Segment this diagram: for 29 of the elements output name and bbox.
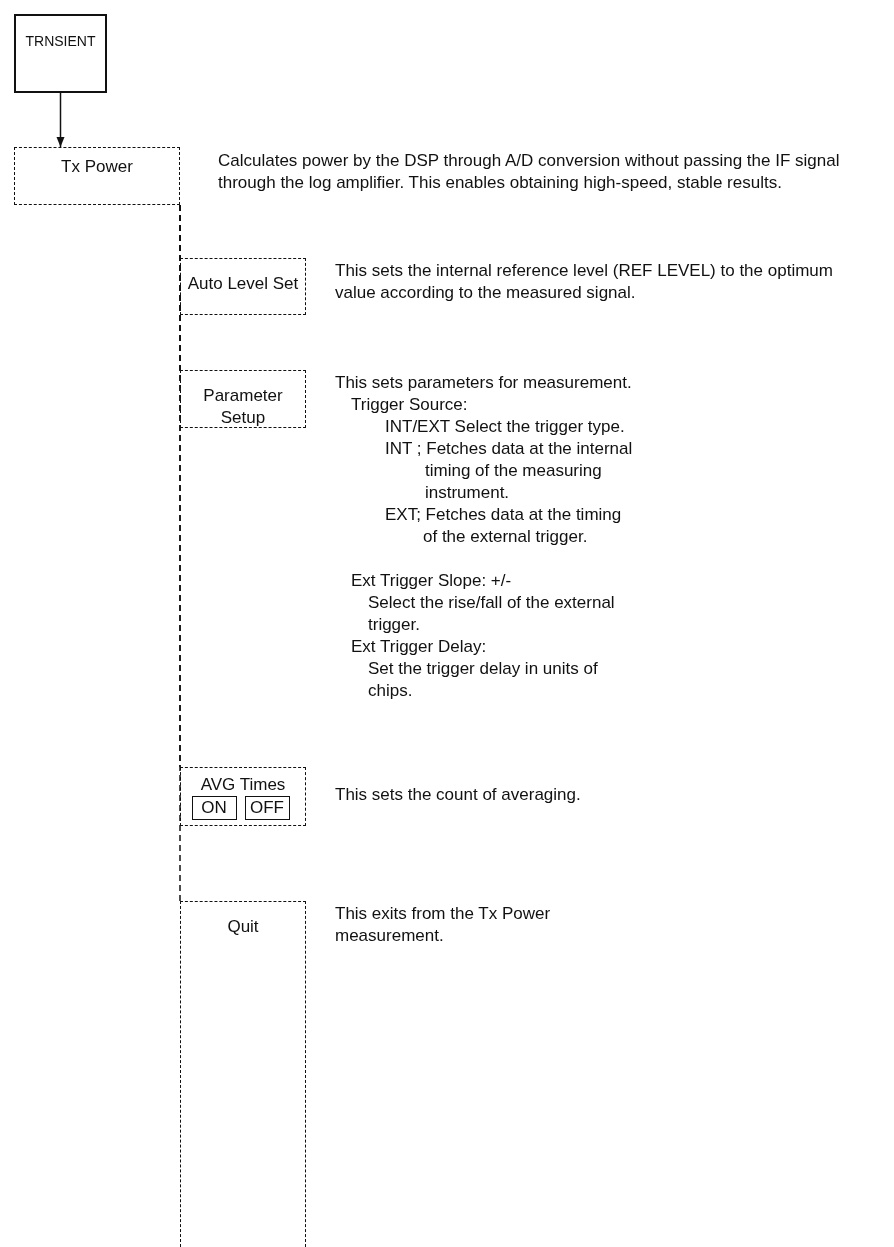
description-text: This sets the count of averaging. xyxy=(335,784,582,806)
softkey-box xyxy=(180,901,306,1247)
description-text: EXT; Fetches data at the timing of the external trigger. xyxy=(385,504,623,548)
description-text: Select the rise/fall of the external trigger. xyxy=(368,592,616,636)
softkey-box xyxy=(14,147,180,205)
softkey-box xyxy=(180,370,306,428)
softkey-box xyxy=(180,258,306,315)
key-label: TRNSIENT xyxy=(25,32,96,51)
description-text: INT ; Fetches data at the internal timing of the measuring instrument. xyxy=(385,438,634,504)
description-text: INT/EXT Select the trigger type. xyxy=(385,416,626,438)
description-text: This sets the internal reference level (REF LEVEL) to the optimum value according to the measured signal. xyxy=(335,260,834,304)
key-label: Parameter Setup xyxy=(202,385,284,429)
description-text: Calculates power by the DSP through A/D conversion without passing the IF signal through the log amplifier. This enables obtaining high-speed, stable results. xyxy=(218,150,841,194)
off-key: OFF xyxy=(244,795,290,820)
description-text: This exits from the Tx Power measurement. xyxy=(335,903,552,947)
description-text: Set the trigger delay in units of chips. xyxy=(368,658,599,702)
menu-key xyxy=(14,14,107,93)
softkey-box xyxy=(180,767,306,826)
description-text: Trigger Source: xyxy=(351,394,469,416)
description-text: Ext Trigger Slope: +/- xyxy=(351,570,513,592)
on-key: ON xyxy=(191,795,237,820)
arrow xyxy=(56,92,65,148)
key-label: Auto Level Set xyxy=(187,273,299,295)
connector-line xyxy=(179,204,181,902)
key-label: Tx Power xyxy=(61,156,133,178)
key-label: AVG Times xyxy=(200,774,286,796)
description-text: This sets parameters for measurement. xyxy=(335,372,633,394)
key-label: Quit xyxy=(227,916,259,938)
description-text: Ext Trigger Delay: xyxy=(351,636,488,658)
